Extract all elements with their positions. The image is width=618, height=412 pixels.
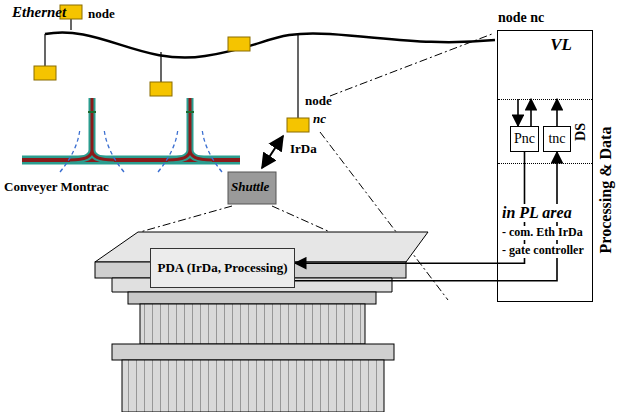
conveyor <box>22 98 240 172</box>
link-label: IrDa <box>290 142 317 157</box>
network-label: Ethernet <box>12 4 66 21</box>
flow-arrow <box>517 99 519 126</box>
node-text: PDA (IrDa, Processing) <box>157 261 287 276</box>
flow-arrow <box>556 99 558 126</box>
node-text: - gate controller <box>502 244 584 258</box>
network-node <box>34 5 309 132</box>
ethernet-cable <box>45 32 495 57</box>
node-text: Pnc <box>514 131 535 147</box>
node-label: node <box>88 7 115 22</box>
node-text: DS <box>573 123 589 141</box>
node-text: - com. Eth IrDa <box>502 226 583 240</box>
node-label: node <box>305 94 332 109</box>
node-text: node nc <box>498 10 544 26</box>
side-label: Processing & Data <box>597 127 615 254</box>
shuttle <box>228 172 276 204</box>
node-text: tnc <box>548 131 565 147</box>
process-box: tnc <box>543 126 571 152</box>
device-box: PDA (IrDa, Processing) <box>150 248 295 288</box>
node-drops <box>45 19 298 118</box>
process-box: Pnc <box>510 126 539 152</box>
flow-arrow <box>530 99 532 126</box>
irda-link <box>262 136 283 168</box>
node-text: in PL area <box>502 204 572 222</box>
node-text: VL <box>550 35 572 55</box>
layer-band: in PL area - com. Eth IrDa - gate controll… <box>498 163 592 301</box>
layer-band: VL <box>498 31 592 99</box>
shuttle-label: Shuttle <box>231 180 269 195</box>
layer-band: DS Pnctnc <box>498 99 592 163</box>
node-label: nc <box>313 112 326 127</box>
node-box: node ncVLDSPnctncin PL area- com. Eth Ir… <box>497 30 593 302</box>
shuttle-platform <box>95 232 428 412</box>
conveyor-label: Conveyer Montrac <box>4 180 109 195</box>
flow-arrow <box>295 152 525 263</box>
